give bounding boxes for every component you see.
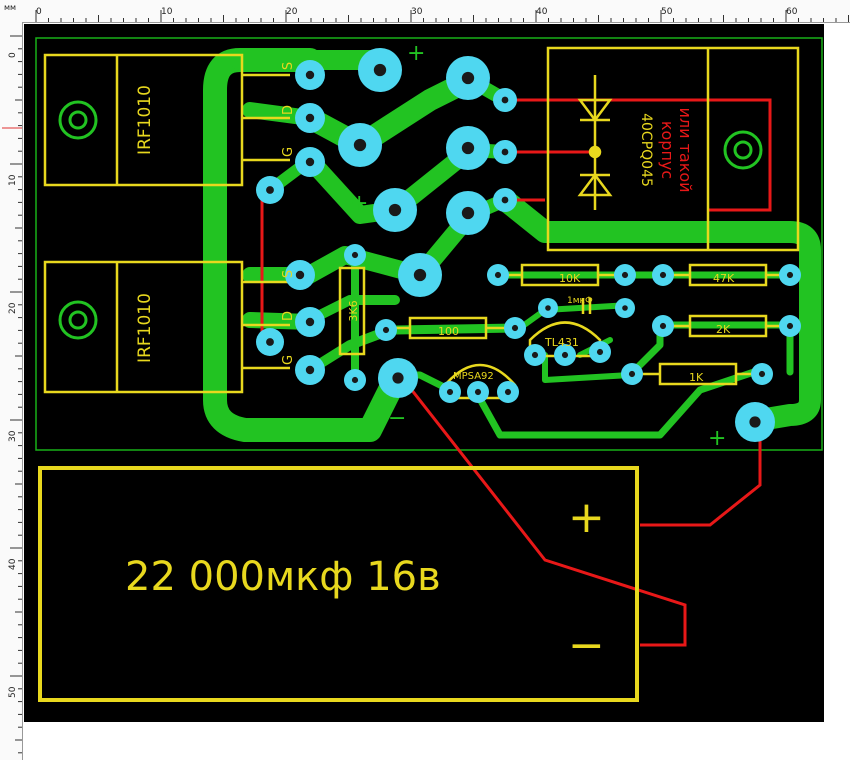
pad-hole: [504, 388, 512, 396]
left-ruler-label-20: 20: [8, 302, 18, 314]
r3k6-outline: [338, 266, 366, 356]
pad-hole: [266, 338, 274, 346]
mounting-holes: [58, 100, 763, 340]
r100-label: 100: [438, 325, 459, 338]
pad-hole: [295, 270, 305, 280]
q1-pin-g: G: [281, 147, 296, 157]
big-cap-label: 22 000мкф 16в: [125, 554, 441, 600]
pad-hole: [461, 141, 475, 155]
tl431-label: TL431: [544, 336, 579, 349]
pad-hole: [392, 372, 404, 384]
top-ruler-label-0: 0: [36, 7, 42, 17]
pad-hole: [622, 305, 628, 311]
top-ruler-label-40: 40: [536, 7, 548, 17]
left-ruler-label-10: 10: [8, 174, 18, 186]
top-ruler-label-50: 50: [661, 7, 673, 17]
diode-label: 40CPQ045: [638, 113, 654, 187]
r3k6-label: 3K6: [347, 300, 360, 321]
left-ruler-label-0: 0: [8, 52, 18, 58]
big-cap-plus: +: [568, 492, 605, 543]
pad-hole: [596, 348, 604, 356]
pad-hole: [545, 305, 551, 311]
q1-pin-d: D: [281, 105, 296, 115]
pad-hole: [786, 322, 794, 330]
pad-hole: [531, 351, 539, 359]
board-outline: [35, 37, 823, 451]
pad-hole: [305, 317, 315, 327]
top-ruler-label-20: 20: [286, 7, 298, 17]
q2-pin-d: D: [281, 311, 296, 321]
pad-hole: [749, 416, 761, 428]
pad-hole: [461, 71, 475, 85]
big-cap-outline: [38, 466, 639, 702]
pad-hole: [628, 370, 636, 378]
r1k-label: 1K: [689, 371, 704, 384]
pad-hole: [501, 96, 509, 104]
pad-hole: [758, 370, 766, 378]
mpsa92-label: MPSA92: [453, 371, 494, 382]
q1-outline: [43, 53, 244, 187]
pad-hole: [413, 268, 427, 282]
pad-hole: [305, 365, 315, 375]
pad-hole: [388, 203, 402, 217]
left-ruler-label-40: 40: [8, 558, 18, 570]
pad-hole: [351, 376, 359, 384]
r10k-label: 10K: [559, 272, 581, 285]
top-ruler-scale: 0 10 20 30 40 50 60: [35, 7, 849, 22]
minus-mark: −: [388, 406, 406, 431]
diode-note-line1: или такой: [676, 107, 695, 192]
r47k-label: 47K: [713, 272, 735, 285]
left-ruler-label-30: 30: [8, 430, 18, 442]
pcb-canvas[interactable]: IRF1010 IRF1010 S D G S D G 40CPQ045 10K…: [24, 24, 824, 722]
r2k-label: 2K: [716, 323, 731, 336]
left-ruler-label-50: 50: [8, 686, 18, 698]
pad-hole: [494, 271, 502, 279]
plus-mark-right: +: [708, 426, 726, 451]
pad-hole: [351, 251, 359, 259]
diode-outline: [546, 46, 800, 252]
pad-hole: [511, 324, 519, 332]
pad-hole: [373, 63, 387, 77]
pad-hole: [786, 271, 794, 279]
top-ruler[interactable]: мм 0 10 20 30 40 50 60: [0, 0, 850, 23]
pcb-drawing[interactable]: IRF1010 IRF1010 S D G S D G 40CPQ045 10K…: [24, 24, 824, 722]
plus-mark-top: +: [407, 41, 425, 66]
q2-pin-s: S: [281, 270, 296, 278]
pad-hole: [501, 148, 509, 156]
pad-hole: [561, 351, 569, 359]
q1-pin-s: S: [281, 62, 296, 70]
q2-label: IRF1010: [135, 293, 155, 363]
plus-mark-mid: +: [350, 191, 368, 216]
pad-hole: [461, 206, 475, 220]
c1uf-label: 1мкФ: [567, 296, 593, 306]
top-ruler-label-30: 30: [411, 7, 423, 17]
big-cap-minus: −: [568, 620, 605, 671]
diode-note-line2: корпус: [658, 121, 677, 179]
ruler-unit: мм: [4, 3, 17, 12]
left-ruler-scale: 0 10 20 30 40 50: [2, 35, 22, 754]
q1-label: IRF1010: [135, 85, 155, 155]
pad-hole: [446, 388, 454, 396]
pad-hole: [621, 271, 629, 279]
q2-pin-g: G: [281, 355, 296, 365]
pad-hole: [501, 196, 509, 204]
top-ruler-label-10: 10: [161, 7, 173, 17]
top-ruler-label-60: 60: [786, 7, 798, 17]
pad-hole: [266, 186, 274, 194]
pad-hole: [474, 388, 482, 396]
pad-hole: [659, 271, 667, 279]
pads-layer[interactable]: [256, 48, 801, 442]
pad-hole: [659, 322, 667, 330]
pad-hole: [305, 157, 315, 167]
left-ruler[interactable]: 0 10 20 30 40 50: [0, 22, 23, 760]
pad-hole: [305, 113, 315, 123]
pad-hole: [305, 70, 315, 80]
q2-outline: [43, 260, 244, 394]
pad-hole: [353, 138, 367, 152]
pad-hole: [382, 326, 390, 334]
